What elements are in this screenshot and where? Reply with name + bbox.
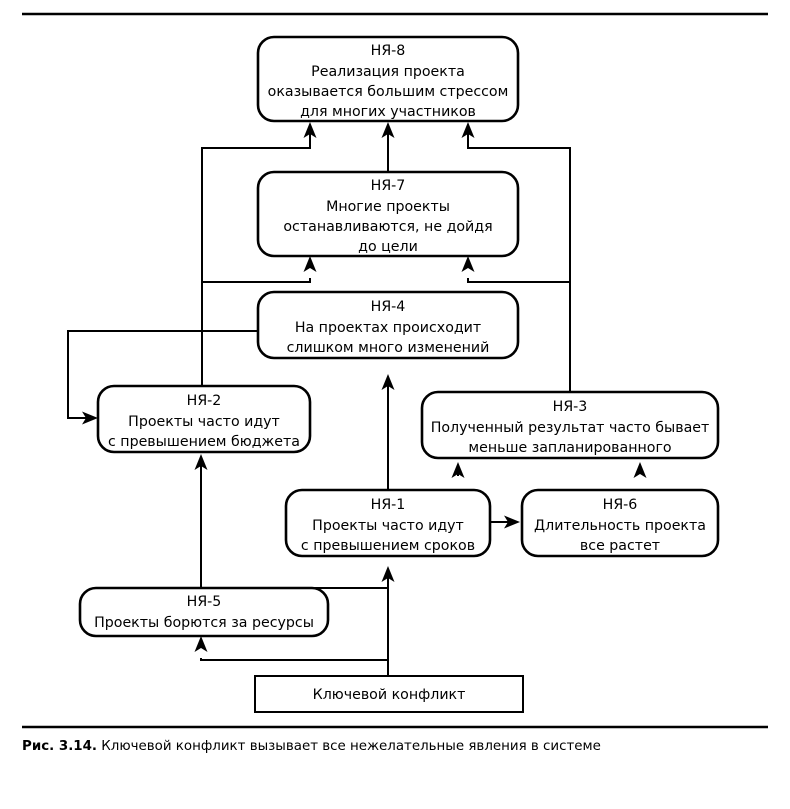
edge-uda1-to-uda3 [451, 462, 465, 478]
edge-conflict-to-uda5 [194, 636, 388, 661]
node-uda7-id: НЯ-7 [371, 178, 406, 194]
node-uda7-line3: до цели [358, 239, 418, 255]
edge-uda3-to-uda7 [461, 256, 570, 283]
node-uda4[interactable]: НЯ-4 На проектах происходит слишком мног… [256, 290, 520, 360]
node-uda7-box[interactable] [256, 170, 520, 258]
node-uda3-line2: меньше запланированного [468, 440, 671, 456]
node-uda4-box[interactable] [256, 290, 520, 360]
node-uda3[interactable]: НЯ-3 Полученный результат часто бывает м… [420, 390, 720, 460]
node-uda7-line2: останавливаются, не дойдя [283, 219, 492, 235]
edge-uda4-to-uda2 [67, 330, 258, 425]
node-uda2-id: НЯ-2 [187, 393, 222, 409]
figure-caption-label: Рис. 3.14. [22, 739, 98, 754]
node-uda8-box[interactable] [256, 35, 520, 123]
node-uda3-line1: Полученный результат часто бывает [431, 420, 710, 436]
edge-uda7-to-uda8 [381, 122, 395, 172]
node-key-conflict[interactable]: Ключевой конфликт [254, 675, 524, 713]
node-uda4-line2: слишком много изменений [287, 340, 490, 356]
node-key-conflict-label: Ключевой конфликт [313, 687, 466, 703]
node-uda3-box[interactable] [420, 390, 720, 460]
node-uda8-line3: для многих участников [300, 104, 476, 120]
node-uda2-line2: с превышением бюджета [108, 434, 300, 450]
node-uda8[interactable]: НЯ-8 Реализация проекта оказывается боль… [256, 35, 520, 123]
node-uda5[interactable]: НЯ-5 Проекты борются за ресурсы [78, 586, 330, 638]
edge-uda1-to-uda4 [381, 374, 395, 490]
edge-uda4-to-uda3 [633, 462, 647, 478]
figure-caption-text: Ключевой конфликт вызывает все нежелател… [101, 739, 601, 754]
node-uda6[interactable]: НЯ-6 Длительность проекта все растет [520, 488, 720, 558]
node-uda1-id: НЯ-1 [371, 497, 406, 513]
node-uda4-id: НЯ-4 [371, 299, 406, 315]
node-uda2-line1: Проекты часто идут [128, 414, 280, 430]
node-uda2[interactable]: НЯ-2 Проекты часто идут с превышением бю… [96, 384, 312, 454]
node-uda8-id: НЯ-8 [371, 43, 406, 59]
node-uda7[interactable]: НЯ-7 Многие проекты останавливаются, не … [256, 170, 520, 258]
node-uda1[interactable]: НЯ-1 Проекты часто идут с превышением ср… [284, 488, 492, 558]
node-uda6-line1: Длительность проекта [534, 518, 706, 534]
node-key-conflict-box[interactable] [254, 675, 524, 713]
edge-uda1-to-uda6 [490, 515, 520, 529]
edge-uda5-to-uda2 [194, 454, 208, 588]
node-uda1-box[interactable] [284, 488, 492, 558]
node-uda5-line1: Проекты борются за ресурсы [94, 615, 314, 631]
figure-caption: Рис. 3.14. Ключевой конфликт вызывает вс… [22, 738, 772, 755]
edge-uda3-to-uda8 [461, 122, 571, 392]
node-uda2-box[interactable] [96, 384, 312, 454]
edge-uda2-to-uda8 [201, 122, 317, 386]
node-uda8-line2: оказывается большим стрессом [268, 84, 509, 100]
node-uda6-id: НЯ-6 [603, 497, 638, 513]
node-uda3-id: НЯ-3 [553, 399, 588, 415]
node-uda1-line2: с превышением сроков [301, 538, 475, 554]
node-uda6-line2: все растет [580, 538, 660, 554]
node-uda7-line1: Многие проекты [326, 199, 450, 215]
node-uda6-box[interactable] [520, 488, 720, 558]
node-uda1-line1: Проекты часто идут [312, 518, 464, 534]
node-uda5-id: НЯ-5 [187, 594, 222, 610]
node-uda4-line1: На проектах происходит [295, 320, 481, 336]
edge-uda2-to-uda7 [202, 256, 317, 283]
node-uda5-box[interactable] [78, 586, 330, 638]
node-uda8-line1: Реализация проекта [311, 64, 465, 80]
